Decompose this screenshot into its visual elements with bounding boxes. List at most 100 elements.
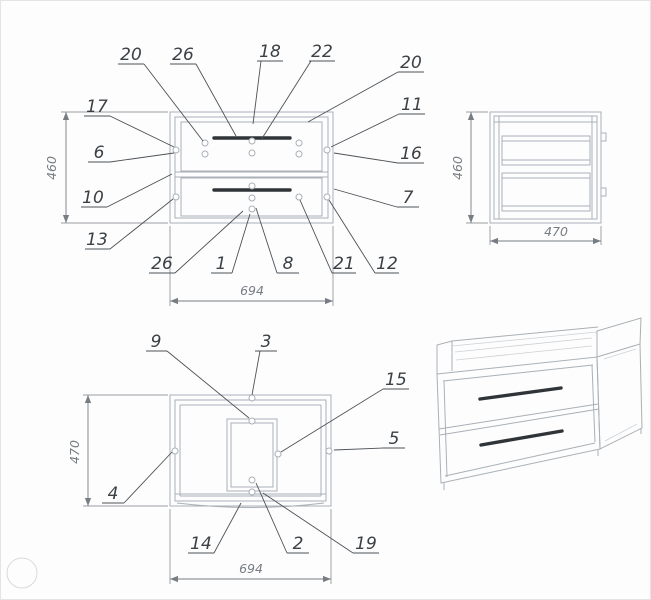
callout-15: 15 bbox=[280, 370, 409, 453]
iso-drawer-edge bbox=[591, 364, 596, 443]
callout-label: 21 bbox=[333, 254, 355, 274]
iso-drawer-divider bbox=[439, 408, 600, 436]
iso-bottom-drawer-handle bbox=[479, 429, 564, 447]
leader-line bbox=[330, 113, 400, 148]
callout-label: 22 bbox=[311, 42, 333, 62]
callout-label: 18 bbox=[259, 42, 281, 62]
dimension-value: 460 bbox=[450, 156, 465, 180]
callout-label: 8 bbox=[283, 254, 294, 274]
top-width-dimension: 694 bbox=[169, 509, 332, 584]
callout-13: 13 bbox=[85, 198, 174, 250]
callout-label: 5 bbox=[389, 429, 400, 449]
callout-12: 12 bbox=[328, 199, 399, 274]
side-carcass bbox=[489, 111, 607, 224]
iso-front-face bbox=[436, 356, 601, 484]
leader-line bbox=[328, 199, 376, 274]
leader-line bbox=[333, 188, 398, 208]
fitting-hole bbox=[248, 149, 256, 157]
callout-2: 2 bbox=[255, 482, 309, 554]
callout-label: 20 bbox=[400, 53, 422, 73]
fitting-hole bbox=[248, 182, 256, 190]
leader-line bbox=[174, 210, 244, 274]
leader-line bbox=[333, 447, 384, 451]
top-depth-dimension: 470 bbox=[67, 394, 168, 507]
iso-top-drawer-handle bbox=[478, 386, 563, 401]
top-drawer-box bbox=[501, 135, 591, 166]
callout-label: 15 bbox=[385, 370, 407, 390]
callout-label: 10 bbox=[82, 188, 104, 208]
callout-22: 22 bbox=[260, 42, 335, 141]
callout-21: 21 bbox=[299, 199, 356, 274]
leader-line bbox=[255, 482, 288, 554]
bottom-drawer-front bbox=[180, 177, 323, 217]
callout-label: 6 bbox=[94, 143, 105, 163]
callout-11: 11 bbox=[330, 95, 425, 148]
callout-label: 9 bbox=[151, 332, 162, 352]
leader-line bbox=[260, 60, 312, 141]
side-depth-dimension: 470 bbox=[489, 224, 602, 245]
leader-line bbox=[333, 152, 399, 164]
fitting-hole bbox=[172, 146, 180, 154]
callout-7: 7 bbox=[333, 188, 419, 208]
fitting-hole bbox=[248, 394, 256, 402]
side-outer-edge bbox=[489, 111, 602, 224]
front-carcass bbox=[169, 111, 334, 224]
callout-label: 7 bbox=[403, 188, 414, 208]
iso-interior-line bbox=[454, 337, 593, 353]
callout-3: 3 bbox=[251, 332, 277, 396]
callout-8: 8 bbox=[255, 207, 299, 274]
leader-line bbox=[109, 198, 174, 250]
front-height-dimension: 460 bbox=[44, 111, 168, 224]
leader-line bbox=[106, 173, 173, 208]
fitting-hole bbox=[295, 150, 303, 158]
top-inner-edge bbox=[174, 399, 327, 502]
leader-line bbox=[280, 388, 384, 453]
callout-label: 16 bbox=[400, 144, 422, 164]
dimension-value: 460 bbox=[44, 156, 59, 180]
top-view: 470 694 9 3 15 5 bbox=[67, 332, 409, 584]
iso-drawer-edge bbox=[444, 442, 596, 477]
callout-label: 11 bbox=[401, 95, 423, 115]
iso-back-top-inner bbox=[451, 331, 598, 347]
callout-label: 12 bbox=[376, 254, 398, 274]
callout-label: 26 bbox=[172, 45, 194, 65]
iso-right-panel-top bbox=[596, 317, 642, 357]
fitting-hole bbox=[201, 150, 209, 158]
iso-drawer-divider bbox=[438, 403, 599, 430]
callout-label: 19 bbox=[355, 534, 377, 554]
callout-label: 13 bbox=[86, 230, 108, 250]
callout-26-top: 26 bbox=[170, 45, 237, 137]
leader-line bbox=[252, 60, 262, 125]
fitting-hole bbox=[325, 447, 333, 455]
callout-label: 1 bbox=[216, 254, 227, 274]
side-height-dimension: 460 bbox=[450, 111, 488, 224]
fitting-hole bbox=[248, 476, 256, 484]
fitting-hole bbox=[323, 193, 331, 201]
callout-1: 1 bbox=[211, 213, 251, 274]
leader-line bbox=[231, 213, 251, 274]
callout-label: 3 bbox=[261, 332, 272, 352]
dimension-value: 470 bbox=[544, 224, 568, 239]
iso-drawer-edge bbox=[443, 380, 448, 478]
watermark-logo bbox=[6, 557, 38, 589]
iso-side-face bbox=[596, 343, 643, 450]
side-view: 460 470 bbox=[450, 111, 607, 245]
leader-line bbox=[213, 502, 242, 554]
dimension-value: 470 bbox=[67, 440, 82, 464]
front-outer-edge bbox=[169, 111, 334, 224]
leader-line bbox=[251, 350, 261, 396]
leader-line bbox=[299, 199, 333, 274]
fitting-hole bbox=[248, 417, 256, 425]
callout-17: 17 bbox=[84, 97, 175, 148]
callout-20-top-left: 20 bbox=[118, 45, 204, 142]
front-edge-arc bbox=[176, 502, 325, 508]
fitting-hole bbox=[323, 146, 331, 154]
dimension-value: 694 bbox=[240, 283, 264, 298]
fitting-hole bbox=[274, 450, 282, 458]
leader-line bbox=[123, 451, 173, 504]
top-drawer-front bbox=[180, 121, 323, 172]
iso-drawer-edge bbox=[442, 364, 594, 382]
callout-26-bottom: 26 bbox=[149, 210, 244, 274]
fitting-hole bbox=[295, 193, 303, 201]
